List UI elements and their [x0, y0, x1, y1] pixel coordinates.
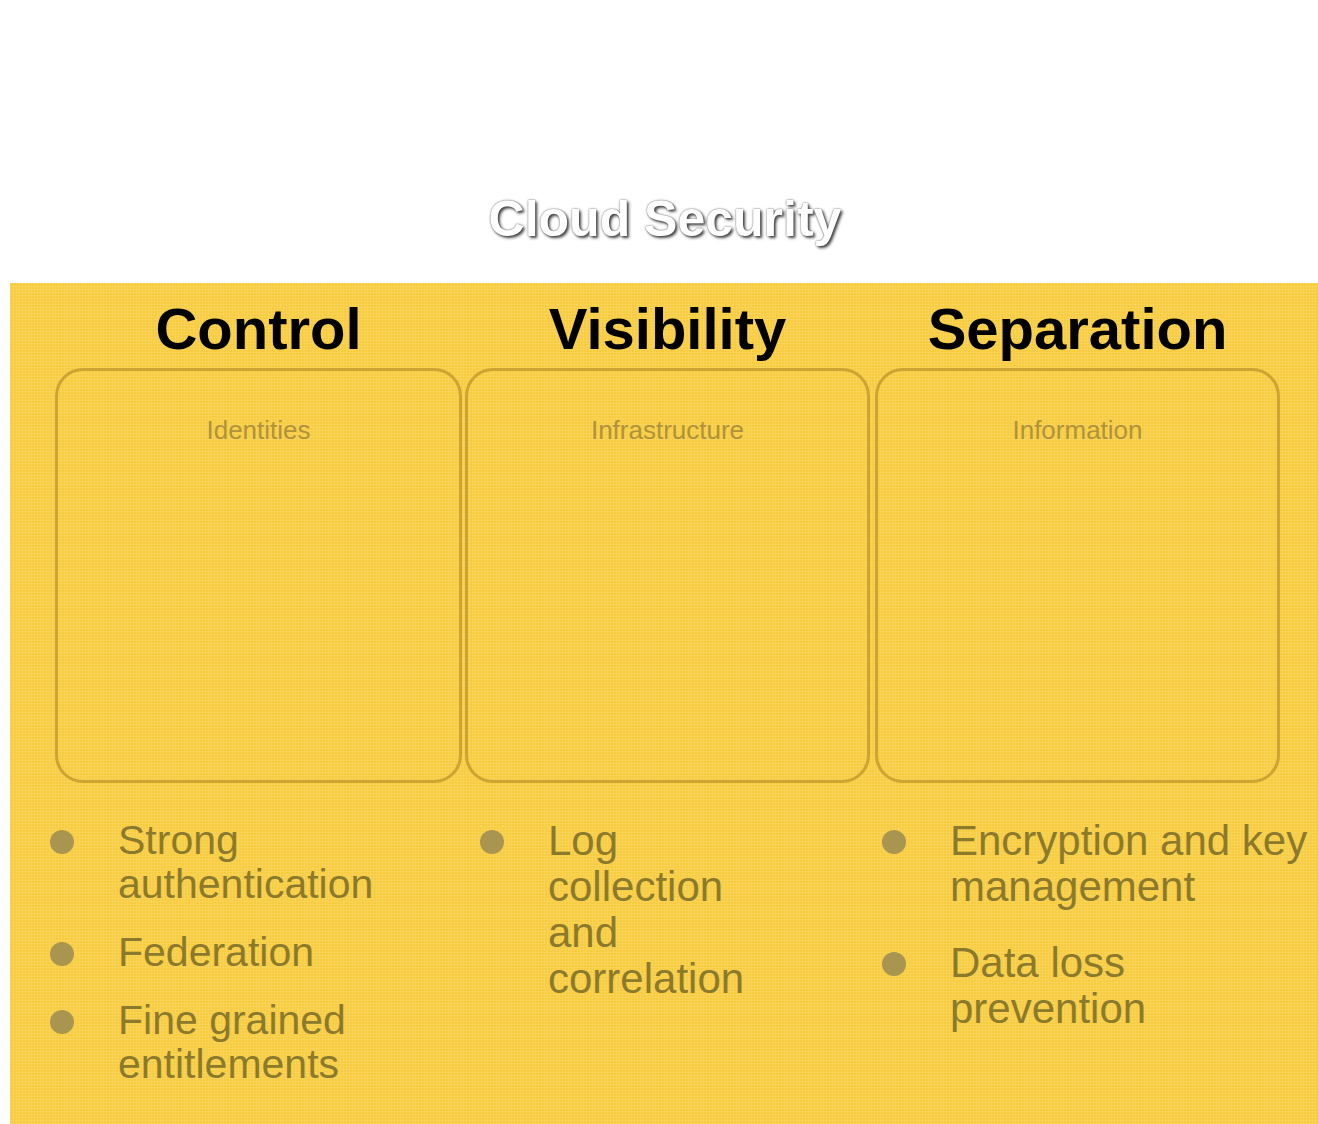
box-label: Information	[878, 415, 1277, 446]
category-box: ControlIdentities	[55, 368, 462, 783]
category-box: VisibilityInfrastructure	[465, 368, 870, 783]
bullet-item: Federation	[50, 930, 430, 974]
bullet-item: Fine grained entitlements	[50, 998, 430, 1086]
bullet-column: Strong authenticationFederationFine grai…	[50, 818, 430, 1110]
column-heading: Separation	[878, 295, 1277, 362]
cloud-title: Cloud Security	[85, 190, 1245, 248]
category-box: SeparationInformation	[875, 368, 1280, 783]
bullet-column: Log collection and correlation	[480, 818, 780, 1032]
bullet-item: Log collection and correlation	[480, 818, 780, 1002]
bullet-item: Data loss prevention	[882, 940, 1318, 1032]
box-label: Infrastructure	[468, 415, 867, 446]
box-label: Identities	[58, 415, 459, 446]
column-heading: Visibility	[468, 295, 867, 362]
column-heading: Control	[58, 295, 459, 362]
bullet-item: Encryption and key management	[882, 818, 1318, 910]
bullet-item: Strong authentication	[50, 818, 430, 906]
bullet-column: Encryption and key managementData loss p…	[882, 818, 1318, 1062]
